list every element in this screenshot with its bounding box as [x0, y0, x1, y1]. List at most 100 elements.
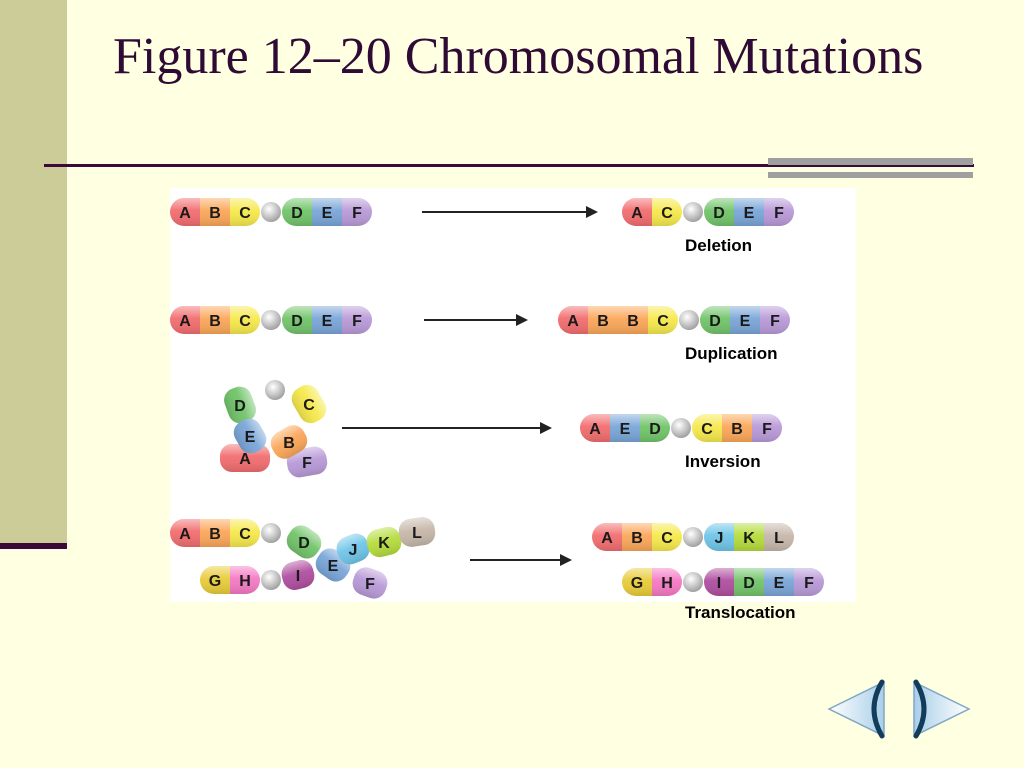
gene-segment: [270, 425, 308, 459]
gene-label: D: [709, 313, 721, 330]
gene-label: C: [239, 205, 251, 222]
gene-label: E: [740, 313, 751, 330]
gene-label: F: [352, 205, 362, 222]
centromere: [261, 523, 281, 543]
left-triangle-icon: [827, 679, 885, 739]
centromere: [683, 202, 703, 222]
centromere: [671, 418, 691, 438]
gene-label: D: [291, 313, 303, 330]
gene-label: K: [743, 530, 755, 547]
gene-label: A: [601, 530, 613, 547]
gene-label: A: [179, 205, 191, 222]
duplication-arrow: [424, 314, 528, 326]
centromere: [683, 572, 703, 592]
caption-deletion: Deletion: [685, 236, 753, 255]
gene-segment: [224, 386, 256, 424]
gene-label: I: [717, 575, 721, 592]
gene-label: C: [239, 526, 251, 543]
gene-segment: [352, 567, 388, 599]
gene-label: B: [631, 530, 643, 547]
gene-label: D: [298, 535, 310, 552]
gene-label: F: [774, 205, 784, 222]
right-triangle-icon: [913, 679, 971, 739]
gene-label: A: [239, 451, 251, 468]
gene-label: C: [239, 313, 251, 330]
gene-label: F: [365, 576, 375, 593]
left-accent-bar-cap: [0, 543, 67, 549]
caption-translocation: Translocation: [685, 603, 796, 622]
gene-segment: [281, 560, 315, 590]
gene-label: E: [245, 429, 256, 446]
gene-label: I: [296, 568, 300, 585]
gene-label: E: [620, 421, 631, 438]
centromere: [261, 570, 281, 590]
gene-label: A: [179, 526, 191, 543]
centromere: [261, 202, 281, 222]
previous-slide-button[interactable]: [826, 678, 888, 740]
gene-segment: [366, 526, 402, 558]
centromere: [679, 310, 699, 330]
gene-label: L: [412, 525, 422, 542]
gene-label: C: [657, 313, 669, 330]
gene-label: D: [234, 398, 246, 415]
gene-label: C: [661, 530, 673, 547]
gene-label: J: [349, 542, 358, 559]
gene-label: F: [352, 313, 362, 330]
gene-label: E: [322, 313, 333, 330]
title-rule: [44, 164, 974, 167]
centromere: [265, 380, 285, 400]
translocation-arrow: [470, 554, 572, 566]
title-rule-accent-top: [768, 158, 973, 165]
gene-label: K: [378, 535, 390, 552]
gene-label: H: [661, 575, 673, 592]
gene-label: B: [627, 313, 639, 330]
deletion-arrow: [422, 206, 598, 218]
slide-title: Figure 12–20 Chromosomal Mutations: [113, 28, 924, 85]
gene-label: E: [322, 205, 333, 222]
caption-duplication: Duplication: [685, 344, 778, 363]
translocation-before-chromosome-1: A B C: [170, 519, 281, 547]
gene-label: L: [774, 530, 784, 547]
gene-label: D: [743, 575, 755, 592]
gene-label: B: [597, 313, 609, 330]
left-accent-bar: [0, 0, 67, 545]
centromere: [261, 310, 281, 330]
gene-label: D: [291, 205, 303, 222]
title-rule-accent-bottom: [768, 172, 973, 178]
gene-label: D: [649, 421, 661, 438]
gene-label: F: [762, 421, 772, 438]
gene-label: B: [283, 435, 295, 452]
gene-label: A: [589, 421, 601, 438]
gene-label: F: [302, 455, 312, 472]
gene-label: E: [744, 205, 755, 222]
gene-label: E: [328, 558, 339, 575]
gene-label: C: [701, 421, 713, 438]
gene-segment: [398, 517, 436, 547]
gene-label: G: [631, 575, 643, 592]
centromere: [683, 527, 703, 547]
gene-segment: [291, 384, 327, 424]
gene-label: C: [303, 397, 315, 414]
next-slide-button[interactable]: [910, 678, 972, 740]
gene-label: F: [770, 313, 780, 330]
gene-label: A: [567, 313, 579, 330]
gene-label: B: [209, 526, 221, 543]
inversion-arrow: [342, 422, 552, 434]
caption-inversion: Inversion: [685, 452, 761, 471]
gene-label: G: [209, 573, 221, 590]
gene-label: B: [731, 421, 743, 438]
gene-segment: [286, 446, 328, 478]
gene-label: C: [661, 205, 673, 222]
gene-segment: [233, 418, 267, 454]
gene-label: F: [804, 575, 814, 592]
gene-label: H: [239, 573, 251, 590]
